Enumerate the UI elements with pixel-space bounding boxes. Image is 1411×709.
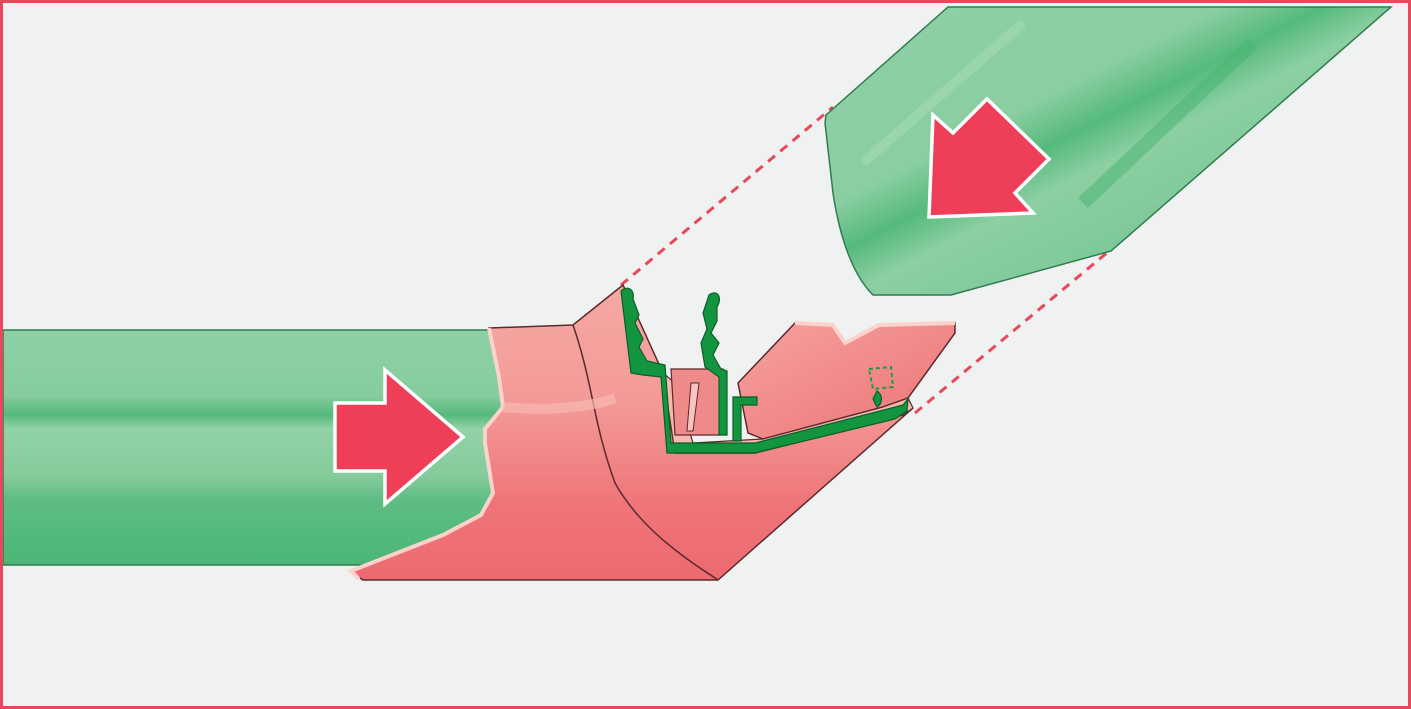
guide-line-top [621, 107, 833, 285]
trunking-section-right [825, 7, 1391, 295]
trunking-corner-diagram [3, 3, 1408, 706]
